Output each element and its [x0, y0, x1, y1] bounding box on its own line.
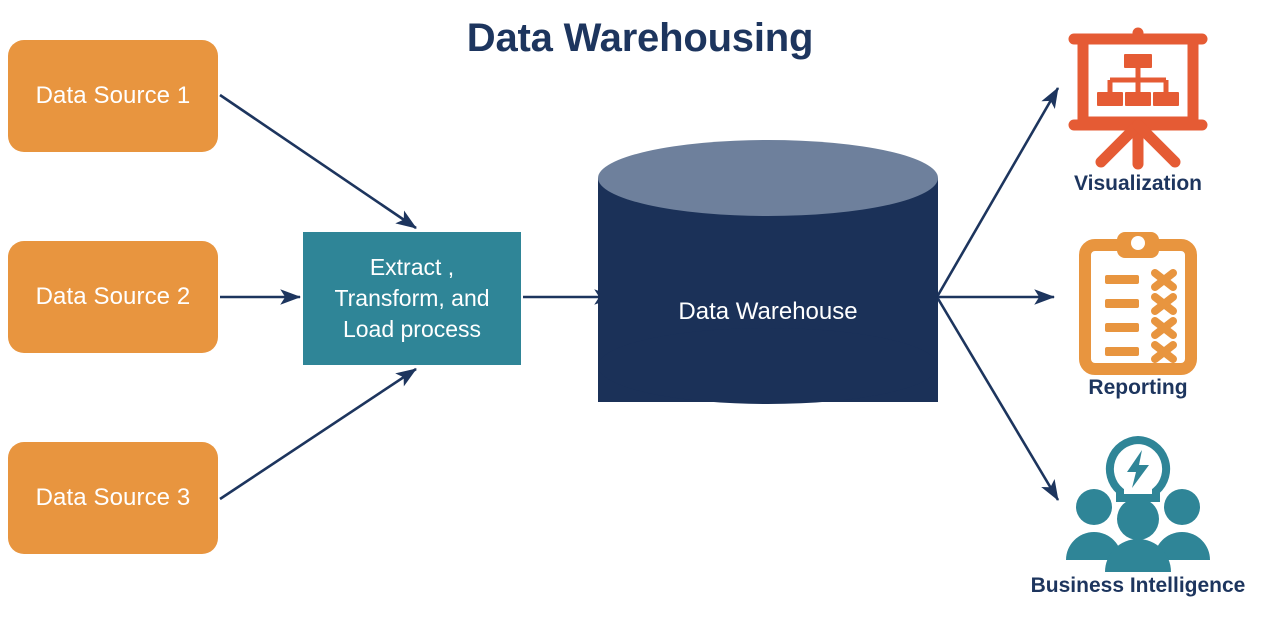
etl-line-1: Extract ,: [369, 254, 455, 280]
output-visualization[interactable]: Visualization: [998, 24, 1278, 196]
data-warehouse-label: Data Warehouse: [678, 298, 858, 325]
data-source-1-label: Data Source 1: [35, 82, 191, 109]
output-business-intelligence[interactable]: Business Intelligence: [998, 434, 1278, 598]
etl-line-3: Load process: [342, 316, 482, 342]
etl-process-node[interactable]: Extract , Transform, and Load process: [303, 232, 521, 365]
data-source-3-node[interactable]: Data Source 3: [8, 442, 218, 554]
page-title: Data Warehousing: [466, 16, 814, 60]
output-reporting[interactable]: Reporting: [998, 228, 1278, 400]
output-visualization-label: Visualization: [1074, 172, 1202, 195]
cylinder-top: [598, 140, 938, 216]
output-bi-label: Business Intelligence: [1030, 574, 1246, 597]
data-warehouse-node[interactable]: Data Warehouse: [598, 140, 938, 440]
arrow-source3-to-etl: [219, 367, 417, 501]
presentation-chart-icon: [998, 24, 1278, 172]
arrow-source1-to-etl: [219, 93, 417, 230]
data-source-2-node[interactable]: Data Source 2: [8, 241, 218, 353]
data-source-1-node[interactable]: Data Source 1: [8, 40, 218, 152]
output-reporting-label: Reporting: [1088, 376, 1188, 399]
lightbulb-people-icon: [998, 434, 1278, 574]
data-source-3-label: Data Source 3: [35, 484, 191, 511]
cylinder-bottom: [598, 328, 938, 404]
clipboard-checklist-icon: [998, 228, 1278, 376]
data-source-2-label: Data Source 2: [35, 283, 191, 310]
etl-line-2: Transform, and: [334, 285, 490, 311]
